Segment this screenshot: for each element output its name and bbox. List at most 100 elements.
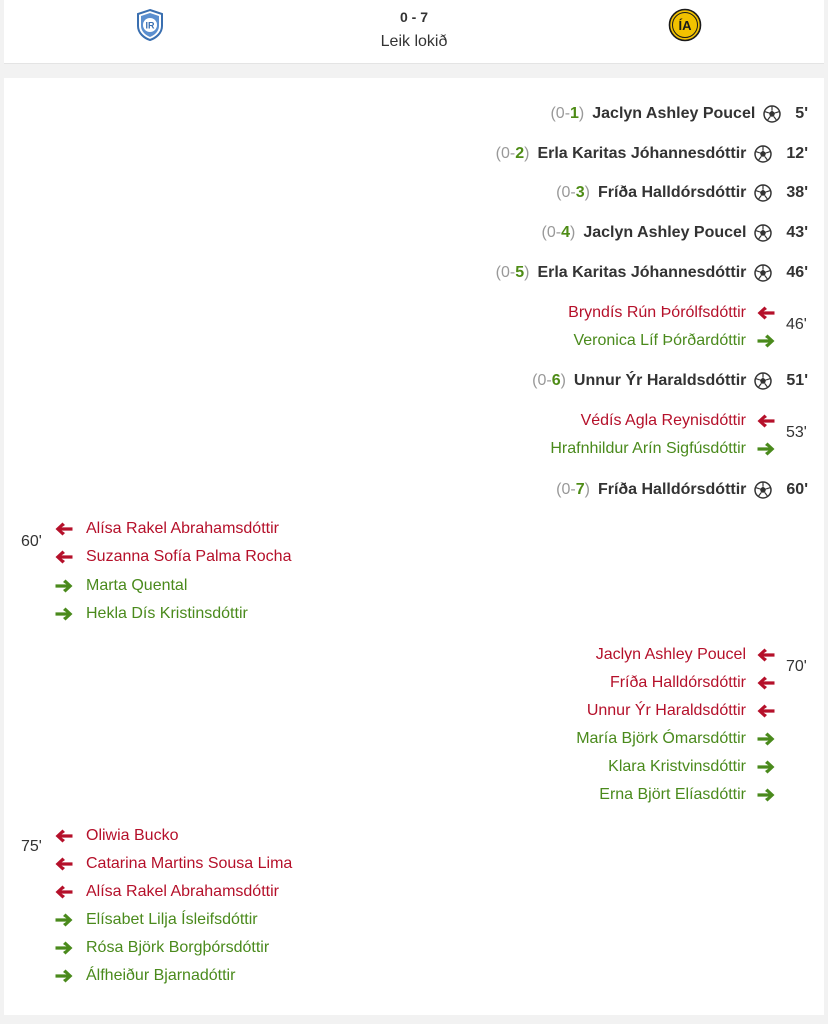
goal-event: (0-6) Unnur Ýr Haraldsdóttir 51'	[532, 367, 808, 395]
goal-scorer[interactable]: Erla Karitas Jóhannesdóttir	[537, 264, 747, 281]
sub-in-row: Rósa Björk Borgþórsdóttir	[54, 934, 269, 962]
sub-in-player[interactable]: Erna Björt Elíasdóttir	[599, 786, 746, 803]
soccer-ball-icon	[754, 145, 772, 163]
arrow-left-icon	[756, 703, 776, 719]
sub-in-row: Marta Quental	[54, 572, 187, 600]
sub-in-player[interactable]: Álfheiður Bjarnadóttir	[86, 967, 236, 984]
sub-in-player[interactable]: Marta Quental	[86, 577, 188, 594]
goal-scorer[interactable]: Fríða Halldórsdóttir	[597, 184, 747, 201]
goal-scorer[interactable]: Erla Karitas Jóhannesdóttir	[537, 145, 747, 162]
arrow-left-icon	[54, 884, 74, 900]
sub-out-player[interactable]: Védís Agla Reynisdóttir	[580, 412, 746, 429]
goal-scorer[interactable]: Unnur Ýr Haraldsdóttir	[573, 372, 747, 389]
sub-out-player[interactable]: Alísa Rakel Abrahamsdóttir	[86, 883, 279, 900]
sub-out-player[interactable]: Fríða Halldórsdóttir	[609, 674, 746, 691]
soccer-ball-icon	[754, 481, 772, 499]
arrow-right-icon	[54, 968, 74, 984]
sub-out-row: Jaclyn Ashley Poucel	[596, 641, 776, 669]
sub-out-player[interactable]: Jaclyn Ashley Poucel	[595, 646, 746, 663]
arrow-right-icon	[54, 606, 74, 622]
sub-out-row: Alísa Rakel Abrahamsdóttir	[54, 515, 279, 543]
goal-scorer[interactable]: Fríða Halldórsdóttir	[597, 481, 747, 498]
svg-text:ÍA: ÍA	[679, 18, 693, 33]
soccer-ball-icon	[754, 372, 772, 390]
goal-event: (0-5) Erla Karitas Jóhannesdóttir 46'	[496, 259, 808, 287]
sub-in-row: Hrafnhildur Arín Sigfúsdóttir	[550, 435, 776, 463]
soccer-ball-icon	[754, 184, 772, 202]
sub-minute: 46'	[786, 316, 807, 333]
arrow-right-icon	[756, 441, 776, 457]
arrow-right-icon	[756, 731, 776, 747]
svg-text:IR: IR	[146, 21, 156, 31]
arrow-left-icon	[54, 549, 74, 565]
sub-out-row: Bryndís Rún Þórólfsdóttir	[568, 299, 776, 327]
sub-in-row: Klara Kristvinsdóttir	[608, 753, 776, 781]
goal-event: (0-4) Jaclyn Ashley Poucel 43'	[542, 219, 808, 247]
sub-in-row: Elísabet Lilja Ísleifsdóttir	[54, 906, 258, 934]
sub-in-player[interactable]: María Björk Ómarsdóttir	[576, 730, 746, 747]
ir-crest-icon[interactable]: IR	[133, 8, 167, 42]
sub-minute: 70'	[786, 658, 807, 675]
match-status: Leik lokið	[380, 33, 448, 50]
sub-in-player[interactable]: Klara Kristvinsdóttir	[608, 758, 746, 775]
sub-in-row: Erna Björt Elíasdóttir	[599, 781, 776, 809]
goal-running-score: (0-2)	[495, 145, 530, 162]
sub-out-row: Védís Agla Reynisdóttir	[581, 407, 776, 435]
goal-minute: 46'	[786, 264, 808, 281]
goal-event: (0-2) Erla Karitas Jóhannesdóttir 12'	[496, 140, 808, 168]
sub-out-player[interactable]: Alísa Rakel Abrahamsdóttir	[86, 520, 279, 537]
sub-in-row: Hekla Dís Kristinsdóttir	[54, 600, 248, 628]
goal-running-score: (0-1)	[550, 105, 585, 122]
goal-minute: 38'	[786, 184, 808, 201]
goal-scorer[interactable]: Jaclyn Ashley Poucel	[583, 224, 747, 241]
sub-in-player[interactable]: Rósa Björk Borgþórsdóttir	[86, 939, 270, 956]
arrow-right-icon	[756, 759, 776, 775]
sub-out-player[interactable]: Bryndís Rún Þórólfsdóttir	[568, 304, 746, 321]
sub-out-player[interactable]: Catarina Martins Sousa Lima	[86, 855, 293, 872]
sub-out-row: Catarina Martins Sousa Lima	[54, 850, 292, 878]
sub-minute: 53'	[786, 424, 807, 441]
sub-in-player[interactable]: Veronica Líf Þórðardóttir	[573, 332, 746, 349]
sub-in-row: Álfheiður Bjarnadóttir	[54, 962, 235, 990]
sub-in-player[interactable]: Hrafnhildur Arín Sigfúsdóttir	[550, 440, 746, 457]
goal-event: (0-3) Fríða Halldórsdóttir 38'	[556, 179, 808, 207]
sub-out-row: Oliwia Bucko	[54, 822, 178, 850]
arrow-right-icon	[54, 578, 74, 594]
sub-out-player[interactable]: Suzanna Sofía Palma Rocha	[86, 548, 292, 565]
sub-in-player[interactable]: Hekla Dís Kristinsdóttir	[86, 605, 248, 622]
sub-minute: 60'	[21, 533, 42, 550]
arrow-left-icon	[54, 521, 74, 537]
goal-event: (0-1) Jaclyn Ashley Poucel 5'	[550, 100, 808, 128]
sub-in-row: María Björk Ómarsdóttir	[576, 725, 776, 753]
goal-minute: 51'	[786, 372, 808, 389]
arrow-right-icon	[756, 333, 776, 349]
sub-out-row: Suzanna Sofía Palma Rocha	[54, 543, 291, 571]
soccer-ball-icon	[754, 224, 772, 242]
goal-minute: 43'	[786, 224, 808, 241]
sub-in-row: Veronica Líf Þórðardóttir	[573, 327, 776, 355]
arrow-left-icon	[756, 647, 776, 663]
ia-crest-icon[interactable]: ÍA	[668, 8, 702, 42]
goal-running-score: (0-4)	[541, 224, 576, 241]
goal-running-score: (0-5)	[495, 264, 530, 281]
sub-in-player[interactable]: Elísabet Lilja Ísleifsdóttir	[86, 911, 258, 928]
arrow-left-icon	[756, 305, 776, 321]
goal-minute: 12'	[786, 145, 808, 162]
match-events: (0-1) Jaclyn Ashley Poucel 5' (0-2) Erla…	[4, 78, 824, 1015]
goal-minute: 5'	[795, 105, 808, 122]
soccer-ball-icon	[754, 264, 772, 282]
sub-out-player[interactable]: Unnur Ýr Haraldsdóttir	[586, 702, 746, 719]
goal-scorer[interactable]: Jaclyn Ashley Poucel	[592, 105, 756, 122]
arrow-right-icon	[54, 940, 74, 956]
sub-out-player[interactable]: Oliwia Bucko	[86, 827, 179, 844]
sub-minute: 75'	[21, 838, 42, 855]
goal-running-score: (0-6)	[532, 372, 566, 389]
sub-out-row: Unnur Ýr Haraldsdóttir	[587, 697, 776, 725]
sub-out-row: Fríða Halldórsdóttir	[610, 669, 776, 697]
arrow-left-icon	[756, 675, 776, 691]
goal-running-score: (0-7)	[556, 481, 590, 498]
arrow-left-icon	[54, 828, 74, 844]
match-score: 0 - 7	[399, 9, 428, 25]
arrow-left-icon	[756, 413, 776, 429]
sub-out-row: Alísa Rakel Abrahamsdóttir	[54, 878, 279, 906]
